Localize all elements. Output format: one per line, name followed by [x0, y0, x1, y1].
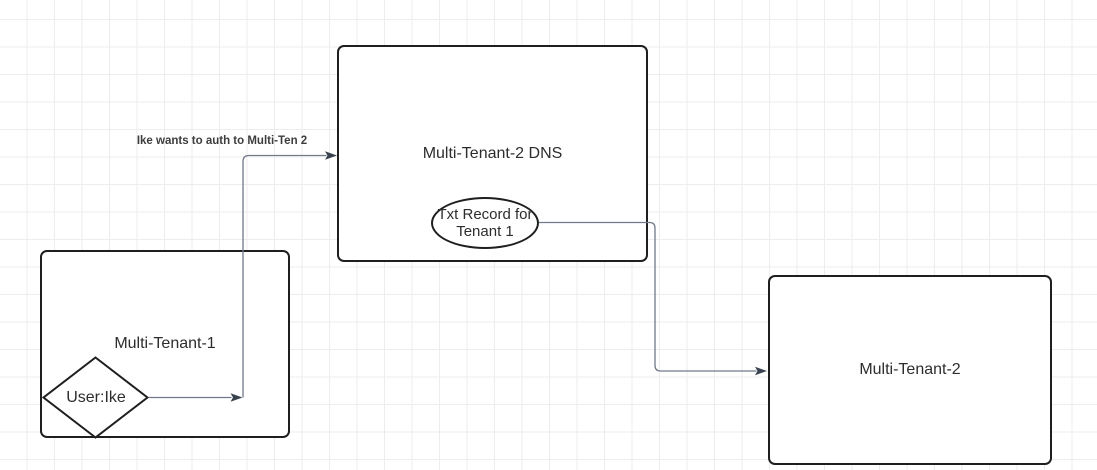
- arrowhead-icon: [325, 151, 337, 160]
- node-multi-tenant-2-dns-label: Multi-Tenant-2 DNS: [422, 144, 563, 162]
- node-multi-tenant-1-label: Multi-Tenant-1: [114, 335, 216, 352]
- node-txt-record[interactable]: Txt Record for Tenant 1: [431, 197, 539, 249]
- edge-auth-request-label: Ike wants to auth to Multi-Ten 2: [136, 135, 308, 147]
- node-txt-record-label: Txt Record for Tenant 1: [437, 206, 533, 240]
- edge-auth-request[interactable]: [242, 154, 327, 398]
- node-user-ike-label: User:Ike: [66, 389, 126, 406]
- node-multi-tenant-2[interactable]: Multi-Tenant-2: [768, 275, 1052, 465]
- node-multi-tenant-1[interactable]: Multi-Tenant-1: [40, 250, 290, 438]
- arrowhead-icon: [755, 366, 767, 376]
- node-multi-tenant-2-label: Multi-Tenant-2: [859, 361, 961, 378]
- edge-txt-record-to-mt2[interactable]: [539, 221, 757, 372]
